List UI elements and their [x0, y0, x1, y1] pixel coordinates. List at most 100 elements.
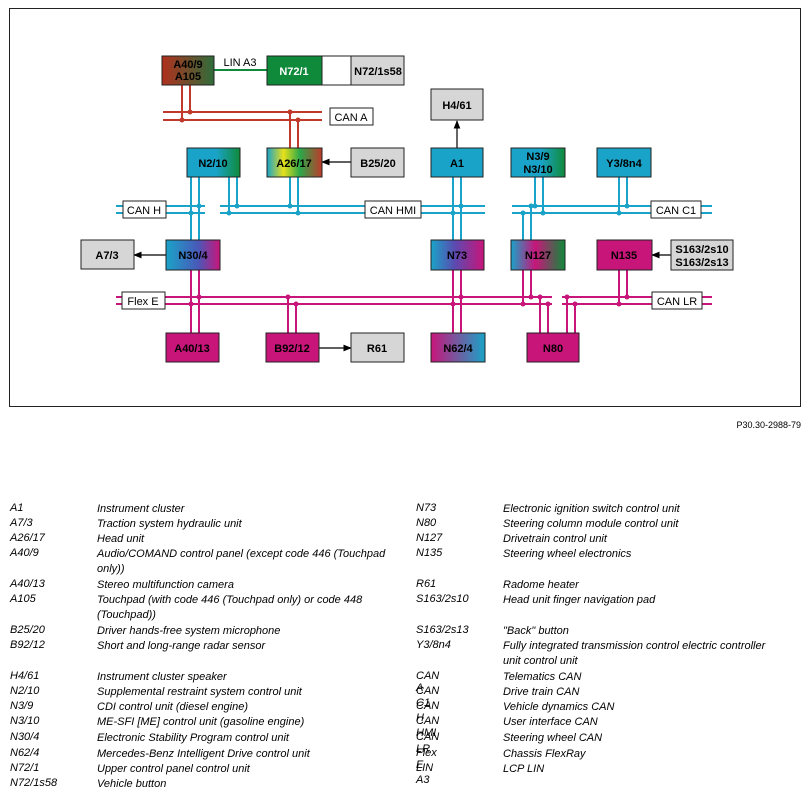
- legend-code: S163/2s10: [416, 593, 469, 605]
- component-n30-4: N30/4: [165, 239, 221, 271]
- can-a-bus: [163, 85, 322, 150]
- legend-description: Drivetrain control unit: [503, 533, 607, 545]
- legend-description: Head unit: [97, 533, 145, 545]
- component-n30-4-label: N30/4: [178, 250, 208, 262]
- component-s163-2s10: S163/2s10 S163/2s13: [670, 239, 734, 271]
- component-s163-2s10-label: S163/2s10: [675, 244, 728, 256]
- legend-description: LCP LIN: [503, 763, 545, 775]
- legend-code: CAN A: [416, 670, 440, 694]
- legend-code: CAN HMI: [416, 715, 440, 739]
- component-r61: R61: [350, 332, 405, 363]
- legend-description: Upper control panel control unit: [97, 763, 250, 775]
- legend-code: A40/9: [10, 547, 39, 559]
- legend-code: S163/2s13: [416, 624, 469, 636]
- component-a40-9: A40/9 A105: [161, 55, 215, 86]
- legend-code: Flex E: [416, 747, 437, 771]
- diagram-frame: [9, 8, 801, 407]
- cyan-junction-dots: [188, 203, 630, 216]
- legend-description: Traction system hydraulic unit: [97, 518, 242, 530]
- legend-description: Steering wheel CAN: [503, 732, 603, 744]
- legend-description: Steering wheel electronics: [503, 548, 632, 560]
- legend-description: Vehicle button: [97, 778, 167, 790]
- component-n72-1s58-label: N72/1s58: [354, 66, 402, 78]
- legend-description: CDI control unit (diesel engine): [97, 701, 249, 713]
- legend-code: R61: [416, 578, 437, 590]
- component-n127-label: N127: [525, 250, 551, 262]
- legend-code: CAN LR: [416, 731, 440, 755]
- legend-description: Head unit finger navigation pad: [503, 594, 656, 606]
- component-a26-17-label: A26/17: [276, 158, 311, 170]
- magenta-junction-dots: [188, 294, 630, 307]
- component-b25-20: B25/20: [350, 147, 405, 178]
- component-a7-3-label: A7/3: [95, 250, 118, 262]
- legend-code: A7/3: [10, 517, 33, 529]
- legend-code: N127: [416, 532, 443, 544]
- component-n73-label: N73: [447, 250, 467, 262]
- legend-description: Mercedes-Benz Intelligent Drive control …: [97, 748, 310, 760]
- component-n73: N73: [430, 239, 485, 271]
- component-a1-label: A1: [450, 158, 464, 170]
- component-b92-12: B92/12: [265, 332, 320, 363]
- bus-label-can-h: CAN H: [122, 200, 167, 219]
- component-n72-1: N72/1: [266, 55, 353, 86]
- legend-code: N30/4: [10, 731, 40, 743]
- legend-description: ME-SFI [ME] control unit (gasoline engin…: [97, 716, 305, 728]
- legend-code: A40/13: [10, 578, 45, 590]
- component-n135-label: N135: [611, 250, 637, 262]
- legend-code: B25/20: [10, 624, 45, 636]
- component-s163-2s13-label: S163/2s13: [675, 257, 728, 269]
- legend-description: Steering column module control unit: [503, 518, 679, 530]
- bus-label-flex-e: Flex E: [121, 291, 166, 310]
- component-n3-10-label: N3/10: [523, 164, 552, 176]
- component-n72-1s58: N72/1s58: [350, 55, 405, 86]
- component-n2-10: N2/10: [186, 147, 241, 178]
- component-a40-13-label: A40/13: [174, 343, 209, 355]
- bus-label-can-lr-text: CAN LR: [657, 296, 697, 308]
- legend-description: Supplemental restraint system control un…: [97, 686, 302, 698]
- component-n80: N80: [526, 332, 580, 363]
- legend-code: A1: [10, 502, 24, 514]
- legend-code: Y3/8n4: [416, 639, 451, 651]
- component-n3-9: N3/9 N3/10: [510, 147, 566, 178]
- component-a1: A1: [430, 147, 484, 178]
- component-b92-12-label: B92/12: [274, 343, 309, 355]
- legend-code: N3/10: [10, 715, 40, 727]
- legend-code: N80: [416, 517, 437, 529]
- component-n3-9-label: N3/9: [526, 151, 549, 163]
- legend-code: N3/9: [10, 700, 34, 712]
- component-a40-9-label: A40/9: [173, 59, 202, 71]
- legend-description: Electronic ignition switch control unit: [503, 503, 680, 515]
- legend-description: Touchpad (with code 446 (Touchpad only) …: [97, 594, 363, 621]
- legend-code: N72/1: [10, 762, 40, 774]
- legend-description: Stereo multifunction camera: [97, 579, 234, 591]
- legend-description: Instrument cluster: [97, 503, 185, 515]
- legend-code: N72/1s58: [10, 777, 58, 789]
- flex-e-bus: [116, 296, 552, 305]
- component-h4-61: H4/61: [430, 88, 484, 121]
- legend-description: Audio/COMAND control panel (except code …: [97, 548, 386, 575]
- network-topology-diagram: A40/9 A105 N72/1 N72/1s58 H4/61 N2/10 A2…: [80, 55, 734, 363]
- legend-description: Radome heater: [503, 579, 579, 591]
- legend-code: N135: [416, 547, 443, 559]
- legend-description: Electronic Stability Program control uni…: [97, 732, 289, 744]
- legend-code: A26/17: [10, 532, 45, 544]
- legend-code: B92/12: [10, 639, 45, 651]
- legend-code: N2/10: [10, 685, 40, 697]
- component-a40-13: A40/13: [165, 332, 220, 363]
- bus-label-can-hmi: CAN HMI: [364, 200, 422, 219]
- magenta-drop-lines: [190, 270, 628, 333]
- legend-code: CAN H: [416, 700, 440, 724]
- legend-description: Vehicle dynamics CAN: [503, 701, 615, 713]
- component-a26-17: A26/17: [266, 147, 323, 178]
- component-n127: N127: [510, 239, 566, 271]
- legend-code: H4/61: [10, 670, 40, 682]
- legend-code: CAN C1: [416, 685, 440, 709]
- legend-description: Drive train CAN: [503, 686, 580, 698]
- bus-label-can-a: CAN A: [329, 107, 374, 126]
- component-n62-4-label: N62/4: [443, 343, 473, 355]
- legend-description: Instrument cluster speaker: [97, 671, 227, 683]
- legend-description: Fully integrated transmission control el…: [503, 640, 766, 667]
- component-y3-8n4: Y3/8n4: [596, 147, 652, 178]
